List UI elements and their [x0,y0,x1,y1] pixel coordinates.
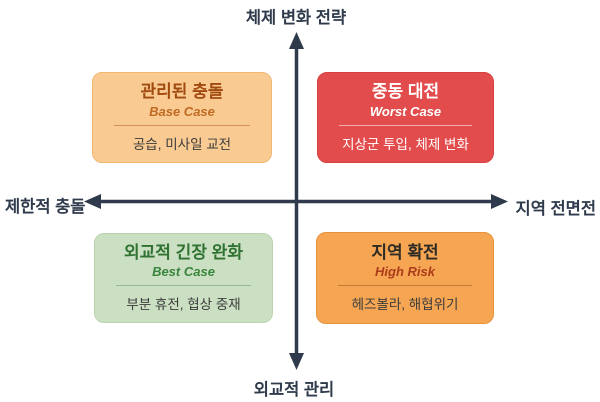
quadrant-title: 중동 대전 [371,82,440,102]
quadrant-bottom-right: 지역 확전 High Risk 헤즈볼라, 해협위기 [316,232,494,324]
arrow-up-icon [289,32,304,49]
quadrant-detail: 공습, 미사일 교전 [132,136,232,152]
quadrant-detail: 헤즈볼라, 해협위기 [351,297,459,313]
quadrant-title: 관리된 충돌 [140,82,224,102]
separator [337,285,473,287]
axis-label-top: 체제 변화 전략 [245,9,347,27]
quadrant-detail: 지상군 투입, 체제 변화 [342,136,469,152]
arrow-left-icon [84,194,101,209]
quadrant-detail: 부분 휴전, 협상 중재 [126,297,241,313]
separator [114,124,250,126]
arrow-right-icon [491,194,508,209]
axis-label-bottom: 외교적 관리 [253,381,335,399]
arrow-down-icon [289,353,304,370]
quadrant-title: 외교적 긴장 완화 [124,242,243,262]
separator [115,285,251,287]
quadrant-subtitle: Best Case [152,264,215,280]
quadrant-bottom-left: 외교적 긴장 완화 Best Case 부분 휴전, 협상 중재 [94,233,273,323]
separator [338,124,473,126]
quadrant-subtitle: High Risk [375,264,435,280]
axis-label-left: 제한적 충돌 [5,198,86,216]
quadrant-subtitle: Worst Case [369,103,442,119]
quadrant-title: 지역 확전 [371,242,439,262]
quadrant-top-left: 관리된 충돌 Base Case 공습, 미사일 교전 [92,72,272,163]
axis-label-right: 지역 전면전 [515,200,596,218]
quadrant-subtitle: Base Case [149,103,215,119]
quadrant-top-right: 중동 대전 Worst Case 지상군 투입, 체제 변화 [317,72,494,163]
